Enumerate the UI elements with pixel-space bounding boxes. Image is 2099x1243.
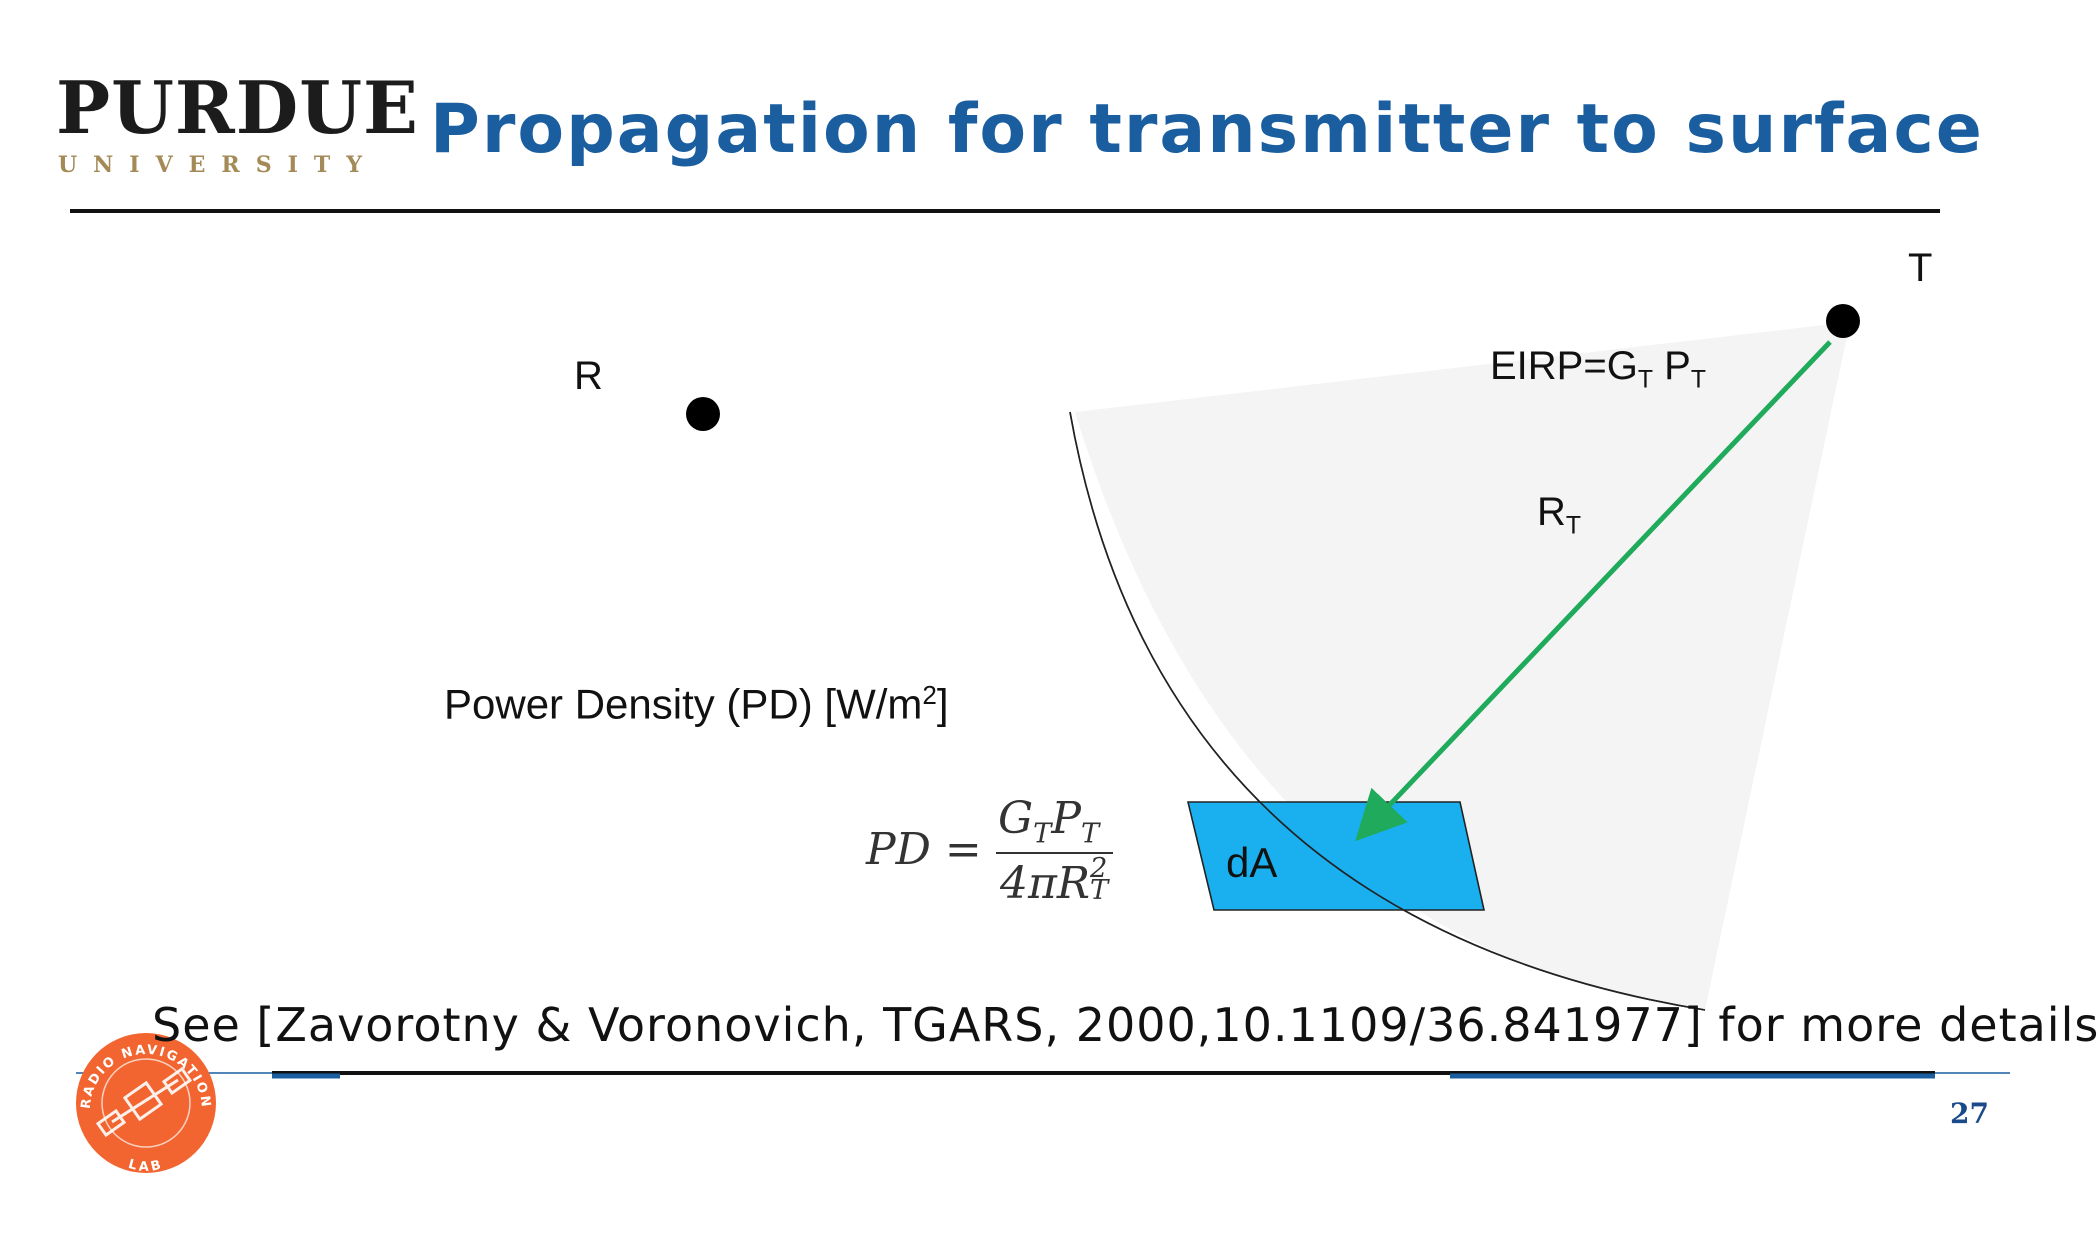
transmitter-label: T [1908, 246, 1933, 290]
reference-note: See [Zavorotny & Voronovich, TGARS, 2000… [152, 998, 2099, 1052]
eirp-label: EIRP=GT PT [1490, 344, 1706, 394]
receiver-label: R [574, 354, 603, 398]
range-arrow [1355, 340, 1832, 842]
surface-element-label: dA [1226, 839, 1278, 886]
slide-title: Propagation for transmitter to surface [430, 90, 1984, 169]
wavefront-arc-overlay [1069, 411, 1706, 1011]
purdue-logo-wordmark: PURDUE [56, 65, 419, 150]
satellite-icon [95, 1066, 193, 1138]
purdue-logo-subtitle: UNIVERSITY [58, 152, 378, 178]
equation-numerator: GTPT [998, 793, 1100, 850]
beam-cone [1075, 322, 1850, 1010]
range-label: RT [1537, 490, 1582, 540]
page-number: 27 [1950, 1097, 1989, 1130]
svg-text:LAB: LAB [127, 1157, 166, 1175]
radio-navigation-lab-logo: RADIO NAVIGATION LAB [76, 1033, 216, 1175]
diagram-canvas: RADIO NAVIGATION LAB [70, 209, 2010, 1175]
receiver-dot [686, 397, 720, 431]
equation-lhs: PD = [866, 824, 982, 875]
lab-logo-arc-bottom: LAB [127, 1157, 163, 1175]
power-density-label: Power Density (PD) [W/m2] [444, 680, 949, 728]
transmitter-dot [1826, 304, 1860, 338]
